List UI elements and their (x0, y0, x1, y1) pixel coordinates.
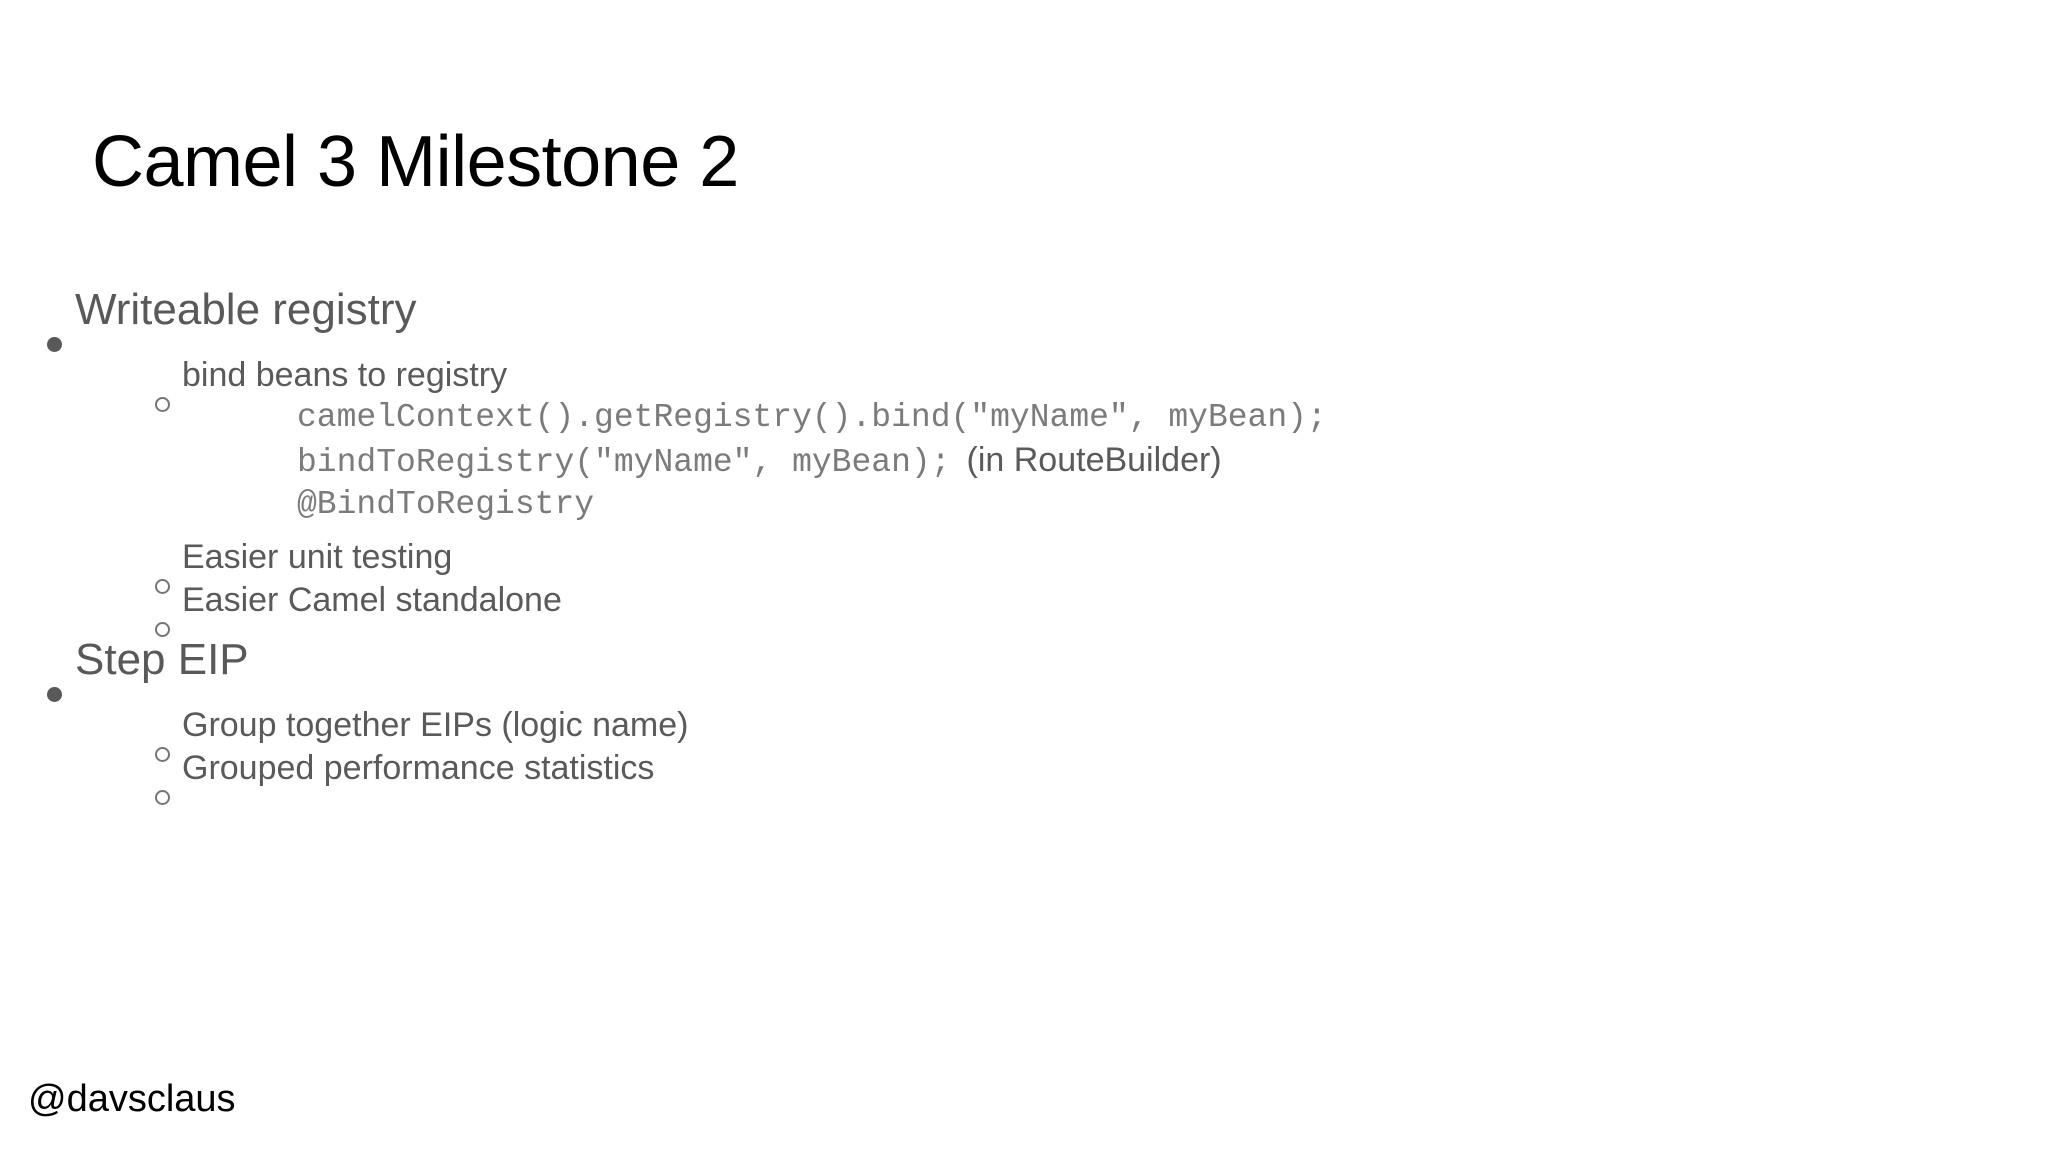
bullet-item: Writeable registry (0, 282, 2048, 354)
sub-bullet-marker (0, 778, 182, 806)
hollow-circle-icon (155, 747, 170, 763)
sub-bullet-marker (0, 610, 182, 638)
sub-bullet-item: Easier unit testing (0, 536, 2048, 594)
sub-bullet-row: Group together EIPs (logic name) (0, 704, 2048, 763)
hollow-circle-icon (155, 790, 170, 806)
hollow-circle-icon (155, 578, 170, 594)
bullet-row: Writeable registry (0, 282, 2048, 352)
spacer (0, 622, 2048, 632)
code-line: @BindToRegistry (0, 484, 2048, 526)
sub-bullet-marker (0, 385, 182, 412)
code-line: camelContext().getRegistry().bind("myNam… (0, 397, 2048, 439)
hollow-circle-icon (155, 622, 170, 638)
sub-bullet-row: bind beans to registry (0, 354, 2048, 412)
filled-disc-icon (47, 337, 62, 352)
sub-bullet-item: Grouped performance statistics (0, 747, 2048, 806)
sub-bullet-item: Group together EIPs (logic name) (0, 704, 2048, 763)
sub-bullet-label: Grouped performance statistics (182, 749, 655, 788)
bullet-row: Step EIP (0, 632, 2048, 703)
sub-bullet-label: Easier Camel standalone (182, 581, 562, 620)
sub-bullet-row: Grouped performance statistics (0, 747, 2048, 806)
sub-bullet-label: Easier unit testing (182, 537, 453, 576)
sub-bullet-label: bind beans to registry (182, 356, 508, 394)
code-snippet: camelContext().getRegistry().bind("myNam… (297, 399, 1327, 437)
page-title: Camel 3 Milestone 2 (92, 122, 739, 202)
bullet-list: Writeable registry bind beans to registr… (0, 282, 2048, 806)
code-line: bindToRegistry("myName", myBean); (in Ro… (0, 439, 2048, 484)
sub-bullet-row: Easier unit testing (0, 536, 2048, 594)
bullet-marker (0, 673, 75, 703)
sub-bullet-item: bind beans to registry (0, 354, 2048, 412)
code-snippet: @BindToRegistry (297, 485, 595, 523)
code-snippet: bindToRegistry("myName", myBean); (297, 444, 951, 482)
code-note: (in RouteBuilder) (966, 441, 1222, 480)
sub-bullet-marker (0, 567, 182, 594)
sub-bullet-marker (0, 735, 182, 763)
bullet-marker (0, 323, 75, 352)
sub-bullet-label: Group together EIPs (logic name) (182, 706, 689, 745)
sub-bullet-row: Easier Camel standalone (0, 579, 2048, 638)
bullet-item: Step EIP (0, 632, 2048, 704)
filled-disc-icon (47, 687, 62, 703)
spacer (0, 526, 2048, 536)
bullet-label: Writeable registry (75, 285, 417, 334)
hollow-circle-icon (155, 397, 170, 412)
bullet-label: Step EIP (75, 635, 249, 685)
sub-bullet-item: Easier Camel standalone (0, 579, 2048, 638)
footer-handle: @davsclaus (28, 1078, 236, 1120)
